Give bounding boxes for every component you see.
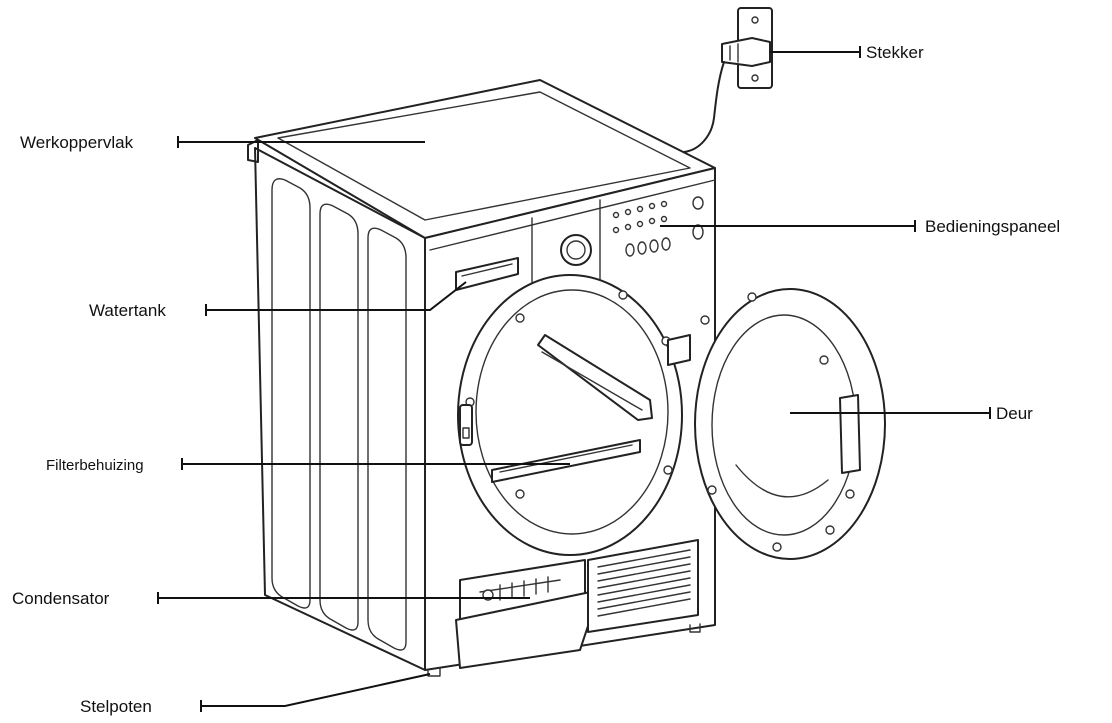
label-bedieningspaneel: Bedieningspaneel [925,217,1060,236]
label-stelpoten: Stelpoten [80,697,152,716]
label-stekker: Stekker [866,43,924,62]
open-door [694,288,886,560]
label-deur: Deur [996,404,1033,423]
control-buttons [612,196,704,257]
door-opening [457,274,691,556]
label-filterbehuizing: Filterbehuizing [46,457,144,474]
leader-lines [157,46,991,712]
vent-grille [587,539,699,633]
dryer-body [247,79,716,677]
water-tank-drawer [455,257,519,291]
label-condensator: Condensator [12,589,110,608]
program-knob-icon [560,234,592,266]
condenser-area [455,559,601,669]
label-werkoppervlak: Werkoppervlak [20,133,134,152]
plug [683,37,771,153]
label-watertank: Watertank [89,301,166,320]
control-panel [429,179,716,301]
